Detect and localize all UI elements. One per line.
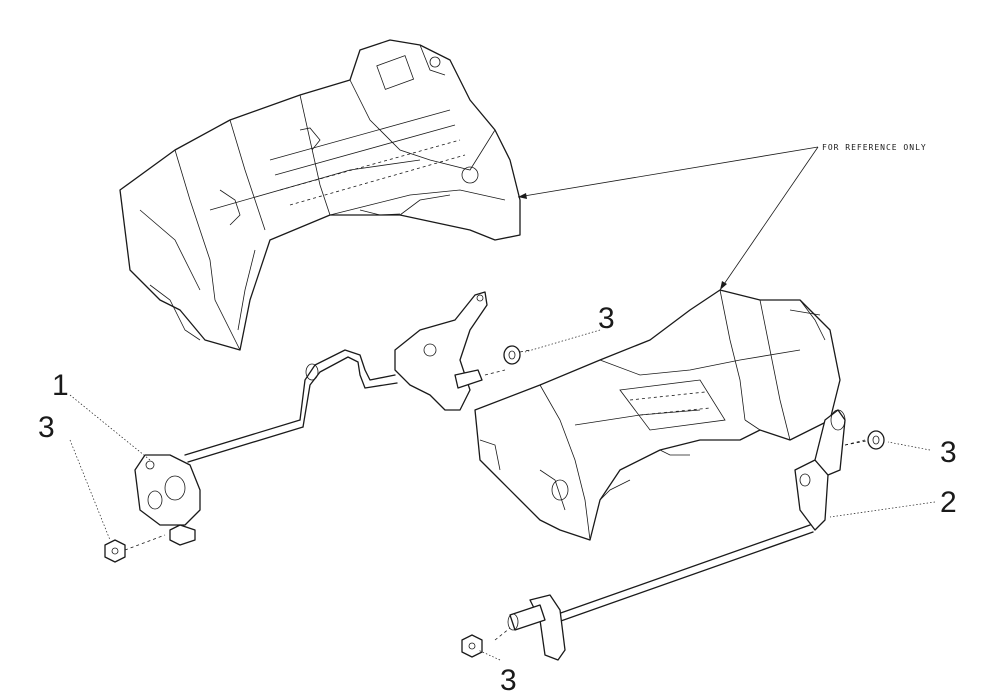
part-3-fasteners xyxy=(104,345,885,658)
lower-reference-housing xyxy=(474,289,841,541)
leader-lines xyxy=(69,146,936,661)
part-1-shift-rod xyxy=(124,291,506,551)
reference-note: FOR REFERENCE ONLY xyxy=(822,143,927,152)
callout-1: 1 xyxy=(52,369,69,402)
callout-3-bottom: 3 xyxy=(500,664,517,697)
callout-3-left: 3 xyxy=(38,411,55,444)
upper-reference-housing xyxy=(119,39,521,351)
callout-3-right: 3 xyxy=(940,436,957,469)
callout-3-center: 3 xyxy=(598,302,615,335)
callout-2: 2 xyxy=(940,486,957,519)
part-2-lower-rod xyxy=(494,409,866,661)
